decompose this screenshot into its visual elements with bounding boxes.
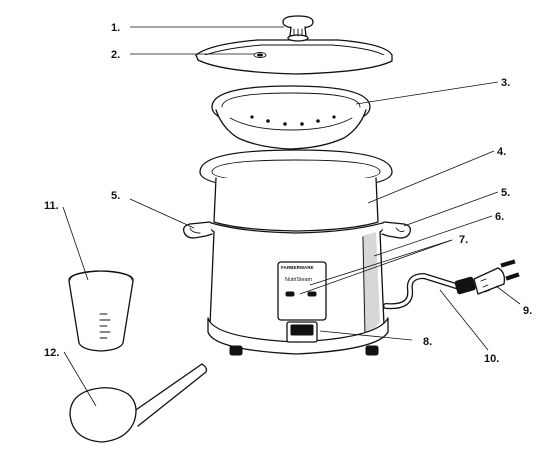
callout-10: 10.	[484, 353, 499, 365]
callout-7: 7.	[459, 234, 468, 246]
callout-4: 4.	[497, 146, 506, 158]
power-cord	[383, 273, 459, 310]
callout-3: 3.	[501, 77, 510, 89]
measuring-cup	[68, 270, 134, 352]
power-plug	[454, 259, 520, 295]
side-handle-left	[182, 221, 213, 239]
callout-1: 1.	[111, 22, 120, 34]
cook-switch	[286, 321, 318, 343]
callout-8: 8.	[423, 336, 432, 348]
steamer-holes	[250, 115, 336, 126]
lid-knob	[282, 15, 314, 42]
side-handle-right	[381, 221, 412, 239]
indicator-light-cook	[285, 291, 295, 297]
callout-5-left: 5.	[111, 190, 120, 202]
indicator-light-warm	[307, 291, 317, 297]
leader-lines	[62, 26, 521, 407]
rice-paddle	[69, 363, 208, 443]
glass-lid	[195, 39, 393, 75]
callout-11: 11.	[44, 200, 59, 212]
model-label: NutriSteam	[285, 277, 312, 283]
callout-9: 9.	[523, 305, 532, 317]
callout-5-right: 5.	[501, 187, 510, 199]
steamer-basket	[211, 85, 371, 150]
callout-12: 12.	[44, 347, 59, 359]
control-panel: FARBERWARE NutriSteam	[277, 261, 327, 321]
brand-label: FARBERWARE	[281, 265, 314, 270]
callout-2: 2.	[111, 49, 120, 61]
callout-6: 6.	[495, 211, 504, 223]
